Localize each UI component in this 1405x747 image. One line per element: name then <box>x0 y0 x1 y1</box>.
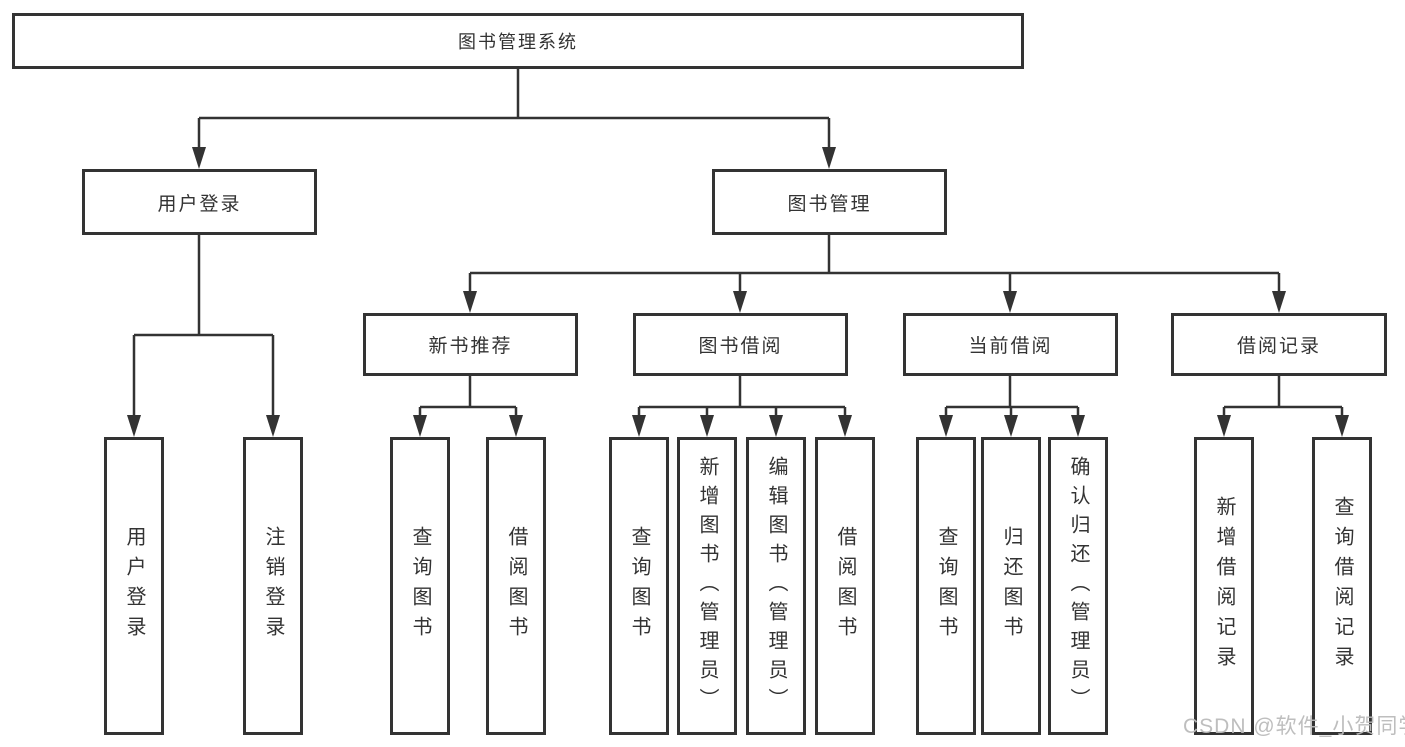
node-label: 借阅图书 <box>505 526 527 646</box>
node-label: 查询图书 <box>628 526 650 646</box>
node-borrow-records: 借阅记录 <box>1171 313 1387 376</box>
leaf-recommend-borrow-books: 借阅图书 <box>486 437 546 735</box>
node-label: 注销登录 <box>262 526 284 646</box>
node-library-management-system: 图书管理系统 <box>12 13 1024 69</box>
node-label: 当前借阅 <box>968 336 1053 357</box>
leaf-recommend-query-books: 查询图书 <box>390 437 450 735</box>
leaf-borrow-query-books: 查询图书 <box>609 437 669 735</box>
node-user-login: 用户登录 <box>82 169 317 235</box>
arrowheads <box>127 147 1349 437</box>
node-label: 图书借阅 <box>698 336 783 357</box>
node-new-book-recommend: 新书推荐 <box>363 313 578 376</box>
node-label: 查询图书 <box>409 526 431 646</box>
leaf-current-confirm-return-admin: 确认归还（管理员） <box>1048 437 1108 735</box>
node-label: 新增借阅记录 <box>1213 496 1235 676</box>
node-label: 借阅记录 <box>1236 336 1321 357</box>
node-label: 新书推荐 <box>428 336 513 357</box>
node-label: 查询图书 <box>935 526 957 646</box>
node-label: 用户登录 <box>157 193 242 215</box>
node-label: 图书管理系统 <box>458 32 578 52</box>
node-book-management: 图书管理 <box>712 169 947 235</box>
leaf-borrow-borrow-books: 借阅图书 <box>815 437 875 735</box>
node-label: 编辑图书（管理员） <box>765 455 787 717</box>
csdn-watermark: CSDN @软件_小贺同学 <box>1183 715 1405 738</box>
leaf-borrow-add-books-admin: 新增图书（管理员） <box>677 437 737 735</box>
node-label: 图书管理 <box>787 193 872 215</box>
node-label: 借阅图书 <box>834 526 856 646</box>
leaf-records-add-record: 新增借阅记录 <box>1194 437 1254 735</box>
node-label: 确认归还（管理员） <box>1067 455 1089 717</box>
leaf-records-query-record: 查询借阅记录 <box>1312 437 1372 735</box>
node-label: 查询借阅记录 <box>1331 496 1353 676</box>
leaf-user-login: 用户登录 <box>104 437 164 735</box>
leaf-borrow-edit-books-admin: 编辑图书（管理员） <box>746 437 806 735</box>
leaf-logout: 注销登录 <box>243 437 303 735</box>
node-book-borrow: 图书借阅 <box>633 313 848 376</box>
leaf-current-query-books: 查询图书 <box>916 437 976 735</box>
node-label: 用户登录 <box>123 526 145 646</box>
node-current-borrow: 当前借阅 <box>903 313 1118 376</box>
node-label: 归还图书 <box>1000 526 1022 646</box>
node-label: 新增图书（管理员） <box>696 455 718 717</box>
leaf-current-return-books: 归还图书 <box>981 437 1041 735</box>
